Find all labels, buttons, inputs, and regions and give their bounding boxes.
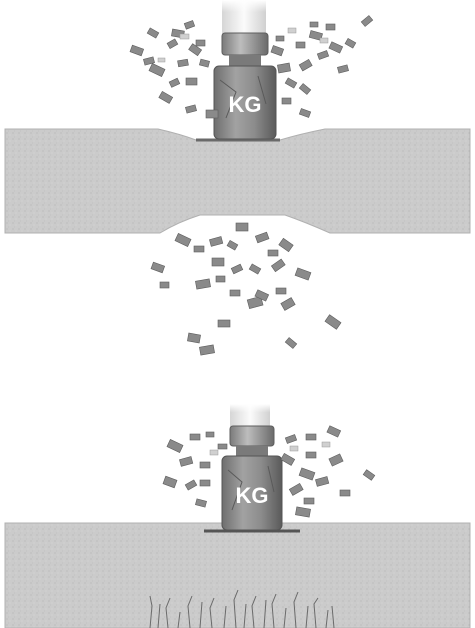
weight-label: KG xyxy=(236,483,269,508)
bottom-slab xyxy=(5,523,470,628)
weight-label: KG xyxy=(229,92,262,117)
bottom-figure: KG xyxy=(5,404,470,628)
top-weight: KG xyxy=(214,33,276,139)
falling-debris xyxy=(151,223,341,355)
top-slab xyxy=(5,129,470,233)
bottom-weight: KG xyxy=(222,426,282,530)
top-figure: KG xyxy=(5,0,470,355)
